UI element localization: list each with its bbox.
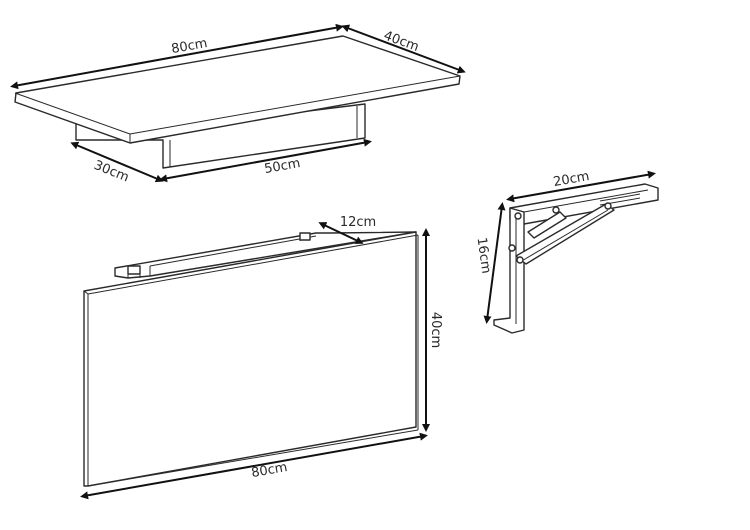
- label-bracket-depth: 30cm: [92, 158, 131, 186]
- dim-line-folded-width: [80, 432, 428, 500]
- dim-line-top-width: [10, 23, 344, 90]
- folding-bracket: 20cm 16cm: [474, 169, 659, 334]
- rivet-icon: [514, 212, 522, 220]
- shelf-folded-view: 12cm 40cm 80cm: [80, 215, 443, 500]
- shelf-top-view: 80cm 40cm 30cm 50cm: [10, 23, 466, 186]
- rivet-icon: [604, 202, 612, 210]
- dim-line-top-depth: [341, 24, 466, 74]
- rivet-icon: [516, 256, 524, 264]
- label-folded-thickness: 12cm: [340, 215, 376, 230]
- label-folded-height: 40cm: [428, 312, 443, 348]
- label-bracket-length: 20cm: [552, 169, 590, 190]
- dim-line-bracket-span: [159, 138, 372, 183]
- rivet-icon: [552, 206, 560, 214]
- dim-line-bracket-length: [506, 170, 656, 203]
- label-bracket-height: 16cm: [474, 236, 494, 274]
- dim-line-folded-thickness: [318, 222, 364, 244]
- label-folded-width: 80cm: [250, 460, 288, 481]
- rivet-icon: [508, 244, 516, 252]
- dim-line-bracket-height: [483, 202, 506, 324]
- dim-line-bracket-depth: [70, 141, 164, 183]
- label-bracket-span: 50cm: [263, 156, 301, 177]
- label-top-width: 80cm: [170, 36, 208, 57]
